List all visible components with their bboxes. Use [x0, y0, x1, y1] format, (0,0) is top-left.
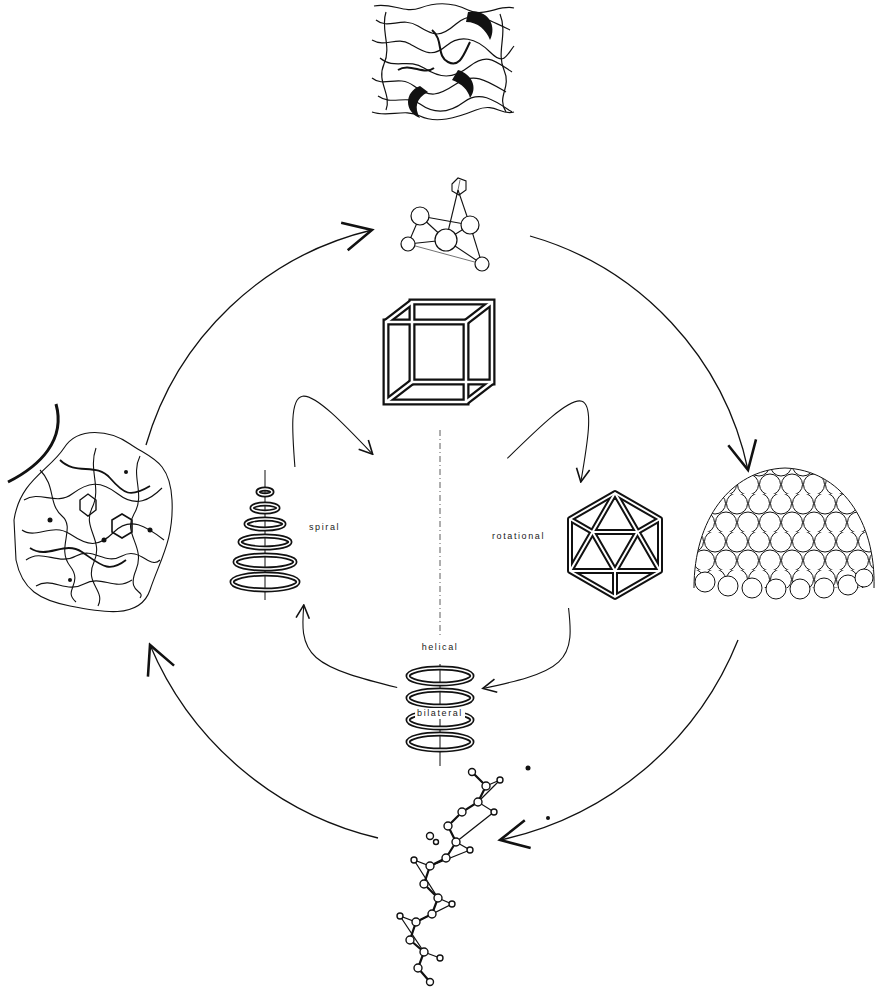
spiral-figure — [232, 470, 298, 600]
molecule — [401, 178, 489, 271]
symmetry-arrow — [303, 605, 397, 688]
protein-helix — [408, 11, 493, 118]
symmetry-node: rotational — [486, 485, 674, 605]
symmetry-label: spiral — [307, 522, 342, 533]
symmetry-label: rotational — [490, 531, 547, 542]
sphere-cluster — [694, 468, 874, 599]
symmetry-arrow — [293, 396, 373, 467]
protein-detail — [48, 470, 153, 582]
chain-molecule — [397, 766, 550, 986]
outer-arrows — [146, 230, 748, 840]
axis-line — [440, 430, 441, 636]
symmetry-label: helical — [420, 642, 461, 653]
symmetry-node: bilateral — [375, 298, 505, 722]
symmetry-arrow — [483, 608, 570, 689]
helix-figure — [408, 664, 472, 766]
cube-figure — [386, 302, 492, 402]
icosahedron-figure — [570, 493, 660, 597]
bracket — [8, 404, 58, 482]
protein-structure — [372, 4, 514, 120]
symmetry-node: spiral — [225, 470, 350, 602]
protein-globule — [14, 433, 172, 612]
symmetry-node: helical — [400, 640, 480, 767]
symmetry-arrow — [507, 401, 588, 482]
symmetry-label: bilateral — [415, 708, 465, 719]
